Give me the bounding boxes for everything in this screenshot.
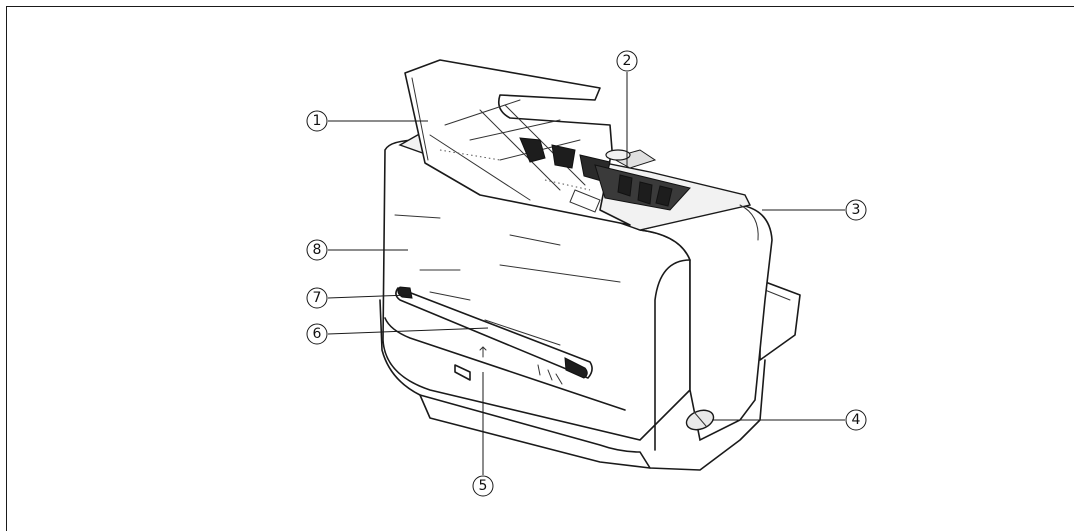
figure-frame <box>6 6 1074 531</box>
leader-7 <box>327 294 411 299</box>
callout-7: 7 <box>306 287 328 309</box>
callout-4-label: 4 <box>852 412 861 428</box>
callout-2: 2 <box>616 50 638 72</box>
feed-mechanism <box>519 137 691 213</box>
callout-3: 3 <box>845 199 867 221</box>
callout-4: 4 <box>845 409 867 431</box>
leader-lines <box>327 72 845 475</box>
callout-8-label: 8 <box>313 242 322 258</box>
callout-8: 8 <box>306 239 328 261</box>
callout-1: 1 <box>306 110 328 132</box>
callout-7-label: 7 <box>313 290 322 306</box>
leader-6 <box>327 327 489 335</box>
callout-1-label: 1 <box>313 113 322 129</box>
callout-2-label: 2 <box>623 53 632 69</box>
callout-5-label: 5 <box>479 478 488 494</box>
callout-3-label: 3 <box>852 202 861 218</box>
callout-6: 6 <box>306 323 328 345</box>
callout-5: 5 <box>472 475 494 497</box>
callout-6-label: 6 <box>313 326 322 342</box>
paper-support-tray <box>404 59 631 226</box>
